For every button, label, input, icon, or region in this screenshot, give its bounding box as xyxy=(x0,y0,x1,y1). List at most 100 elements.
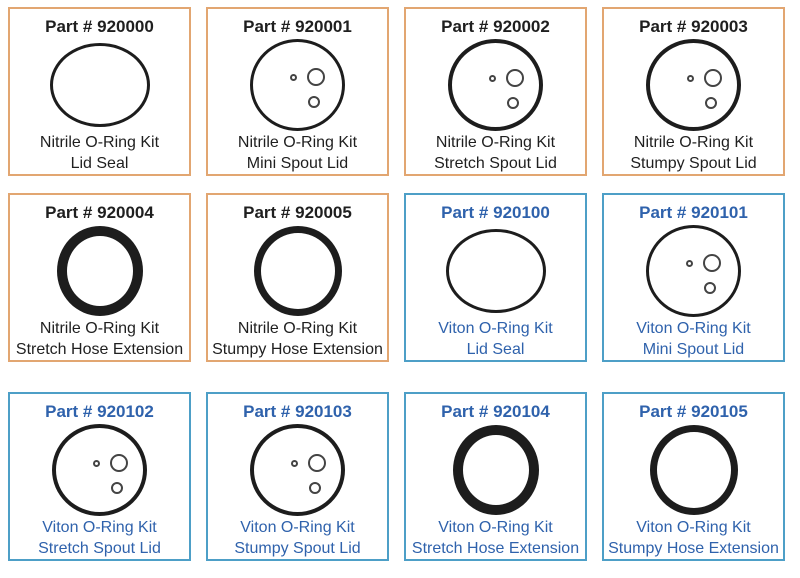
product-variant: Stretch Spout Lid xyxy=(38,540,161,557)
product-card-920003: Part # 920003 Nitrile O-Ring Kit Stumpy … xyxy=(602,7,785,176)
oring-illustration xyxy=(406,37,585,132)
product-variant: Lid Seal xyxy=(466,341,525,358)
product-caption: Nitrile O-Ring Kit Stumpy Hose Extension xyxy=(212,318,383,360)
small-oring-icon xyxy=(111,481,123,494)
product-card-920102: Part # 920102 Viton O-Ring Kit Stretch S… xyxy=(8,392,191,561)
small-oring-icon xyxy=(308,95,320,108)
product-caption: Nitrile O-Ring Kit Stumpy Spout Lid xyxy=(630,132,756,174)
product-caption: Nitrile O-Ring Kit Mini Spout Lid xyxy=(238,132,357,174)
product-caption: Viton O-Ring Kit Stumpy Spout Lid xyxy=(234,517,360,559)
product-caption: Nitrile O-Ring Kit Lid Seal xyxy=(40,132,159,174)
product-variant: Stretch Hose Extension xyxy=(15,341,184,358)
product-caption: Viton O-Ring Kit Stumpy Hose Extension xyxy=(608,517,779,559)
product-card-920103: Part # 920103 Viton O-Ring Kit Stumpy Sp… xyxy=(206,392,389,561)
part-number: Part # 920103 xyxy=(243,402,352,421)
product-name: Nitrile O-Ring Kit xyxy=(39,134,160,151)
product-variant: Stumpy Spout Lid xyxy=(234,540,361,557)
medium-oring-icon xyxy=(703,253,721,272)
part-number: Part # 920001 xyxy=(243,17,352,36)
product-name: Nitrile O-Ring Kit xyxy=(237,134,358,151)
tiny-oring-icon xyxy=(291,459,298,467)
part-number: Part # 920004 xyxy=(45,203,154,222)
product-variant: Lid Seal xyxy=(70,155,129,172)
product-card-920104: Part # 920104 Viton O-Ring Kit Stretch H… xyxy=(404,392,587,561)
product-variant: Stretch Hose Extension xyxy=(411,540,580,557)
tiny-oring-icon xyxy=(687,74,694,82)
product-caption: Nitrile O-Ring Kit Stretch Spout Lid xyxy=(434,132,557,174)
medium-oring-icon xyxy=(307,67,325,86)
spout-lid-oring-icon xyxy=(52,423,147,516)
small-oring-icon xyxy=(309,481,321,494)
spout-lid-oring-icon xyxy=(250,38,345,131)
product-card-920001: Part # 920001 Nitrile O-Ring Kit Mini Sp… xyxy=(206,7,389,176)
lid-seal-oring-icon xyxy=(49,42,150,127)
product-variant: Mini Spout Lid xyxy=(246,155,349,172)
spout-lid-oring-icon xyxy=(646,224,741,317)
product-card-920000: Part # 920000 Nitrile O-Ring Kit Lid Sea… xyxy=(8,7,191,176)
medium-oring-icon xyxy=(308,453,326,472)
part-number: Part # 920104 xyxy=(441,402,550,421)
product-name: Viton O-Ring Kit xyxy=(636,320,751,337)
oring-illustration xyxy=(208,422,387,517)
spout-lid-oring-icon xyxy=(448,38,543,131)
thick-oring-icon xyxy=(649,424,738,515)
thick-oring-icon xyxy=(56,225,143,316)
product-card-920101: Part # 920101 Viton O-Ring Kit Mini Spou… xyxy=(602,193,785,362)
product-name: Viton O-Ring Kit xyxy=(438,519,553,536)
product-name: Viton O-Ring Kit xyxy=(42,519,157,536)
part-number: Part # 920100 xyxy=(441,203,550,222)
oring-catalog-grid: Part # 920000 Nitrile O-Ring Kit Lid Sea… xyxy=(8,7,792,561)
tiny-oring-icon xyxy=(686,259,693,267)
product-variant: Mini Spout Lid xyxy=(642,341,745,358)
tiny-oring-icon xyxy=(489,74,496,82)
medium-oring-icon xyxy=(506,68,524,87)
oring-illustration xyxy=(10,223,189,318)
product-name: Viton O-Ring Kit xyxy=(636,519,751,536)
product-name: Nitrile O-Ring Kit xyxy=(435,134,556,151)
small-oring-icon xyxy=(705,96,717,109)
small-oring-icon xyxy=(704,281,716,294)
oring-illustration xyxy=(208,223,387,318)
product-caption: Viton O-Ring Kit Lid Seal xyxy=(438,318,552,360)
tiny-oring-icon xyxy=(290,73,297,81)
product-variant: Stumpy Hose Extension xyxy=(212,341,383,358)
part-number: Part # 920003 xyxy=(639,17,748,36)
product-card-920004: Part # 920004 Nitrile O-Ring Kit Stretch… xyxy=(8,193,191,362)
product-card-920100: Part # 920100 Viton O-Ring Kit Lid Seal xyxy=(404,193,587,362)
tiny-oring-icon xyxy=(93,459,100,467)
oring-illustration xyxy=(604,37,783,132)
lid-seal-oring-icon xyxy=(445,228,546,313)
product-card-920005: Part # 920005 Nitrile O-Ring Kit Stumpy … xyxy=(206,193,389,362)
product-caption: Viton O-Ring Kit Stretch Spout Lid xyxy=(38,517,161,559)
oring-illustration xyxy=(10,422,189,517)
product-card-920002: Part # 920002 Nitrile O-Ring Kit Stretch… xyxy=(404,7,587,176)
catalog-row: Part # 920004 Nitrile O-Ring Kit Stretch… xyxy=(8,193,792,362)
product-name: Viton O-Ring Kit xyxy=(438,320,553,337)
product-variant: Stumpy Hose Extension xyxy=(608,540,779,557)
product-caption: Viton O-Ring Kit Mini Spout Lid xyxy=(636,318,750,360)
product-card-920105: Part # 920105 Viton O-Ring Kit Stumpy Ho… xyxy=(602,392,785,561)
product-variant: Stumpy Spout Lid xyxy=(630,155,757,172)
product-name: Nitrile O-Ring Kit xyxy=(237,320,358,337)
thick-oring-icon xyxy=(253,225,342,316)
part-number: Part # 920101 xyxy=(639,203,748,222)
oring-illustration xyxy=(406,223,585,318)
part-number: Part # 920102 xyxy=(45,402,154,421)
oring-illustration xyxy=(604,422,783,517)
product-caption: Nitrile O-Ring Kit Stretch Hose Extensio… xyxy=(16,318,183,360)
spout-lid-oring-icon xyxy=(646,38,741,131)
spout-lid-oring-icon xyxy=(250,423,345,516)
product-caption: Viton O-Ring Kit Stretch Hose Extension xyxy=(412,517,579,559)
thick-oring-icon xyxy=(452,424,539,515)
small-oring-icon xyxy=(507,96,519,109)
oring-illustration xyxy=(406,422,585,517)
oring-illustration xyxy=(208,37,387,132)
product-name: Nitrile O-Ring Kit xyxy=(39,320,160,337)
part-number: Part # 920105 xyxy=(639,402,748,421)
part-number: Part # 920000 xyxy=(45,17,154,36)
oring-illustration xyxy=(604,223,783,318)
catalog-row: Part # 920102 Viton O-Ring Kit Stretch S… xyxy=(8,392,792,561)
part-number: Part # 920002 xyxy=(441,17,550,36)
medium-oring-icon xyxy=(704,68,722,87)
medium-oring-icon xyxy=(110,453,128,472)
